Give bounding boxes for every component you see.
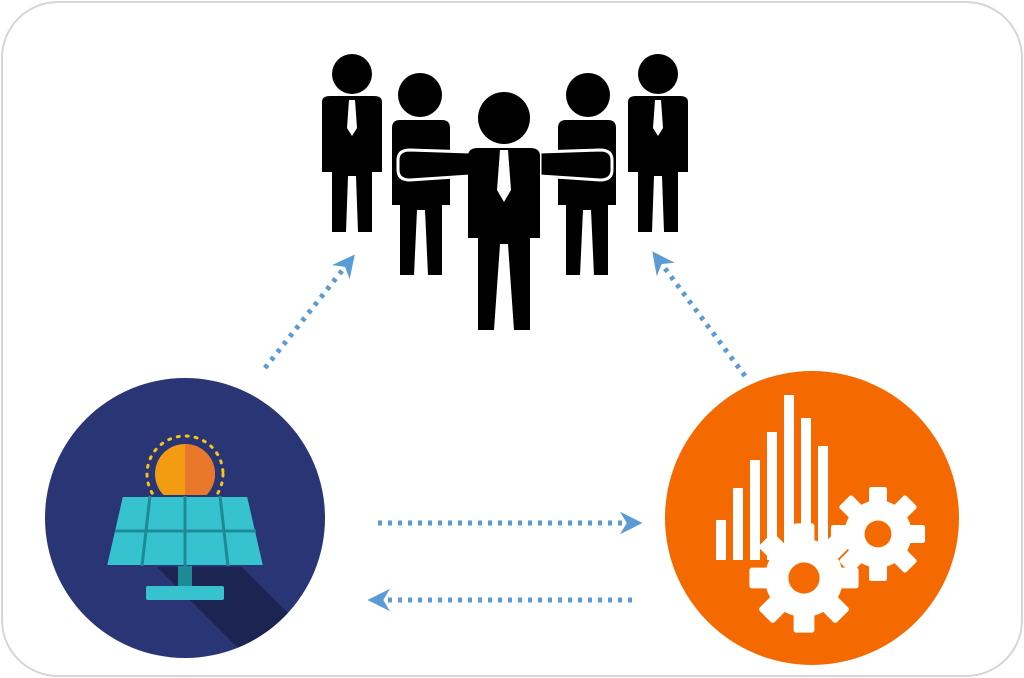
person-center [468,92,540,330]
sun-icon [145,434,225,514]
analytics-gears-icon [665,371,959,665]
arrow-solar-to-people [263,254,355,370]
person-outer-left [322,54,382,232]
gear-large-icon [830,486,926,582]
solar-panel-post [178,566,192,588]
analytics-node-circle [665,371,959,665]
solar-panel-base [146,586,224,600]
business-team-icon [322,54,688,330]
gear-small-icon [749,523,859,633]
bar-chart-icon [716,395,828,560]
person-outer-right [628,54,688,232]
solar-panel-grid [115,495,256,567]
